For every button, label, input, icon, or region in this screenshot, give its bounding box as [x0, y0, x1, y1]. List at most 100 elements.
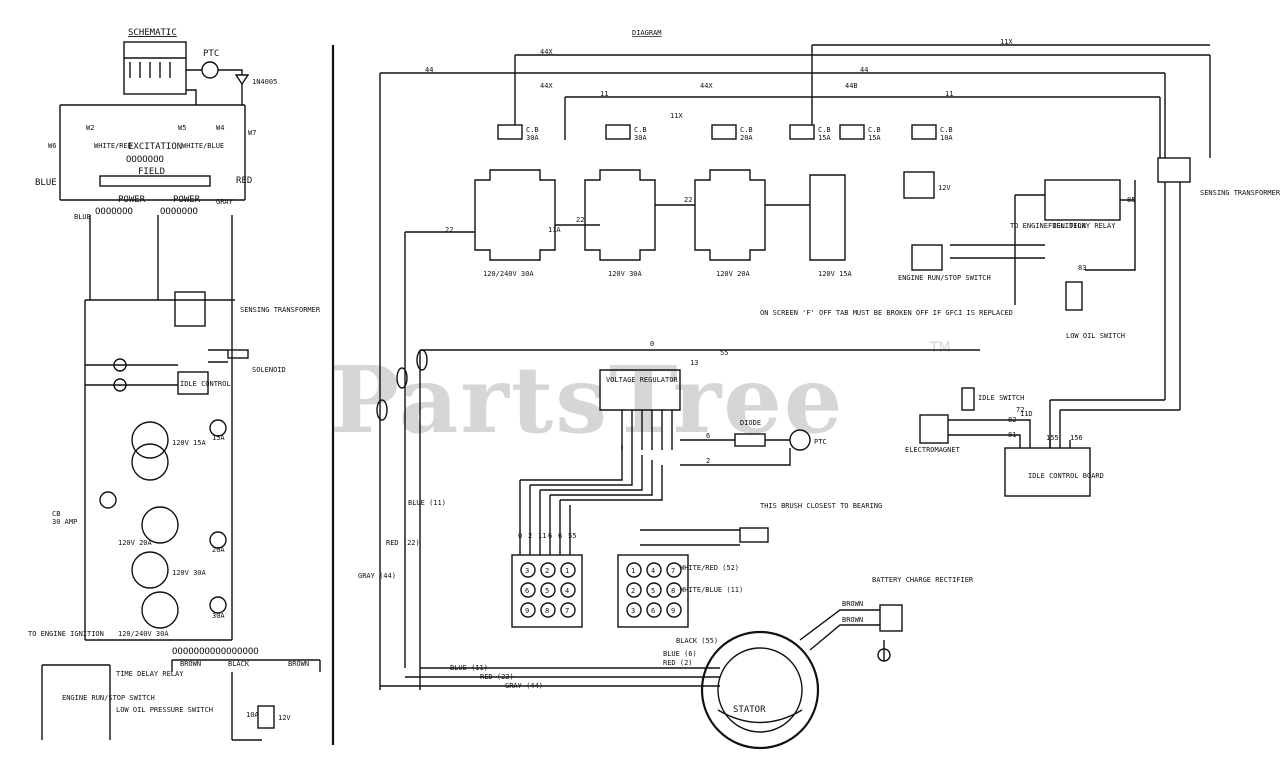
diagram-section: DIAGRAM 44 44X 44X 11 44X 44 44B 11 11X …: [358, 29, 1280, 750]
schematic-section: SCHEMATIC PTC 1N4005 WHITE/RED WHITE/BLU…: [28, 28, 321, 741]
voltage-regulator: [599, 369, 681, 411]
receptacle-120v-15a-gfci: [809, 174, 846, 261]
ptc-component: [789, 429, 811, 451]
plug-right-pin: 8: [671, 587, 675, 595]
stator-label: STATOR: [733, 705, 766, 715]
w-22: 22: [445, 226, 453, 234]
rec1-label: 120/240V 30A: [483, 270, 534, 278]
black-55: BLACK (55): [676, 637, 718, 645]
rec2-label: 120V 30A: [608, 270, 643, 278]
w-82: 82: [1008, 416, 1016, 424]
sensing-transformer-label: SENSING TRANSFORMER: [240, 306, 321, 314]
a10-label: 10A: [246, 711, 259, 719]
diode-symbol: [234, 74, 250, 86]
brush-holder: [739, 527, 769, 543]
engine-run-stop-switch: [911, 244, 943, 271]
to-engine-ignition: TO ENGINE IGNITION: [28, 630, 104, 638]
idle-control-box: [177, 371, 209, 395]
plug-left-pin: 7: [565, 607, 569, 615]
w-155: 155: [1046, 434, 1059, 442]
electromagnet-label: ELECTROMAGNET: [905, 446, 961, 454]
cb-30a-2: [605, 124, 631, 140]
power-coil-2: OOOOOOO: [160, 207, 198, 217]
gfci-note: ON SCREEN 'F' OFF TAB MUST BE BROKEN OFF…: [760, 309, 1013, 317]
field-winding: [99, 175, 211, 187]
plug-right-pin: 3: [631, 607, 635, 615]
brush-symbol-2: [113, 378, 127, 392]
idle-control-board-label: IDLE CONTROL BOARD: [1028, 472, 1104, 480]
low-oil-switch-label: LOW OIL SWITCH: [1066, 332, 1125, 340]
excitation-label: EXCITATION: [128, 142, 182, 152]
brush-symbol: [113, 358, 127, 372]
cb-15a-1: [789, 124, 815, 140]
w-44x3: 44X: [700, 82, 713, 90]
plug-right-pin: 2: [631, 587, 635, 595]
cb-15a-2: [839, 124, 865, 140]
rec3-label: 120V 20A: [716, 270, 751, 278]
w4-label: W4: [216, 124, 224, 132]
excitation-coil: OOOOOOO: [126, 155, 164, 165]
receptacle-120v-30a: [131, 551, 169, 589]
stator-inner: [717, 647, 803, 733]
plug-top-label: 55: [568, 532, 576, 540]
stator-plug-left: [511, 554, 583, 628]
plug-left-pin: 2: [545, 567, 549, 575]
watermark-tm: TM: [929, 340, 951, 356]
in-line-connector: [376, 399, 388, 421]
fuel-delay-relay-label: FUEL DELAY RELAY: [1048, 222, 1116, 230]
w-11: 11: [600, 90, 608, 98]
diagram-v12-label: 12V: [938, 184, 951, 192]
engine-run-stop: ENGINE RUN/STOP SWITCH: [62, 694, 155, 702]
r-120v-15a: 120V 15A: [172, 439, 207, 447]
w-44b: 44B: [845, 82, 858, 90]
sensing-transformer: [1157, 157, 1191, 183]
schematic-ptc-label: PTC: [203, 49, 219, 59]
battery-12v: [257, 705, 275, 729]
stator-plug-right: [617, 554, 689, 628]
cb-30amp-label: 30 AMP: [52, 518, 77, 526]
in-line-connector-3: [416, 349, 428, 371]
w-72: 72: [1016, 406, 1024, 414]
plug-right-pin: 7: [671, 567, 675, 575]
diode-component: [734, 433, 766, 447]
brown-r: BROWN: [288, 660, 309, 668]
plug-right-pin: 4: [651, 567, 655, 575]
plug-top-label: 6: [558, 532, 562, 540]
fuel-delay-relay: [1044, 179, 1121, 221]
receptacle-120v-30a: [584, 169, 656, 261]
brown-2: BROWN: [842, 616, 863, 624]
white-red-52: WHITE/RED (52): [680, 564, 739, 572]
sensing-transformer-label: SENSING TRANSFORMER: [1200, 189, 1280, 197]
red-label: RED: [236, 176, 252, 186]
w-44x2: 44X: [540, 82, 553, 90]
w-11-2: 11: [945, 90, 953, 98]
w7-label: W7: [248, 129, 256, 137]
cb-20a: [209, 531, 227, 549]
cb6-name: C.B: [940, 126, 953, 134]
blue-power-label: BLUE: [74, 213, 91, 221]
w-0: 0: [650, 340, 654, 348]
cb-label: CB: [52, 510, 60, 518]
receptacle-120v-15a-top: [131, 421, 169, 459]
battery-charge-rectifier: [879, 604, 903, 632]
ptc-symbol: [201, 61, 219, 79]
time-delay-relay: TIME DELAY RELAY: [116, 670, 184, 678]
w-44x: 44X: [540, 48, 553, 56]
v12-label: 12V: [278, 714, 291, 722]
plug-left-pin: 5: [545, 587, 549, 595]
plug-left-pin: 8: [545, 607, 549, 615]
blue-label: BLUE: [35, 178, 57, 188]
w-2: 2: [706, 457, 710, 465]
plug-left-pin: 9: [525, 607, 529, 615]
sensing-transformer-symbol: [174, 291, 206, 327]
w-11d: 11D: [1020, 410, 1033, 418]
w-11a: 11A: [548, 226, 561, 234]
white-blue-11: WHITE/BLUE (11): [680, 586, 743, 594]
cb-20a-label: 20A: [212, 546, 225, 554]
schematic-title: SCHEMATIC: [128, 28, 177, 38]
diagram-title: DIAGRAM: [632, 29, 662, 37]
r-120-240v-30a: 120/240V 30A: [118, 630, 169, 638]
w2-label: W2: [86, 124, 94, 132]
cb-20a: [711, 124, 737, 140]
